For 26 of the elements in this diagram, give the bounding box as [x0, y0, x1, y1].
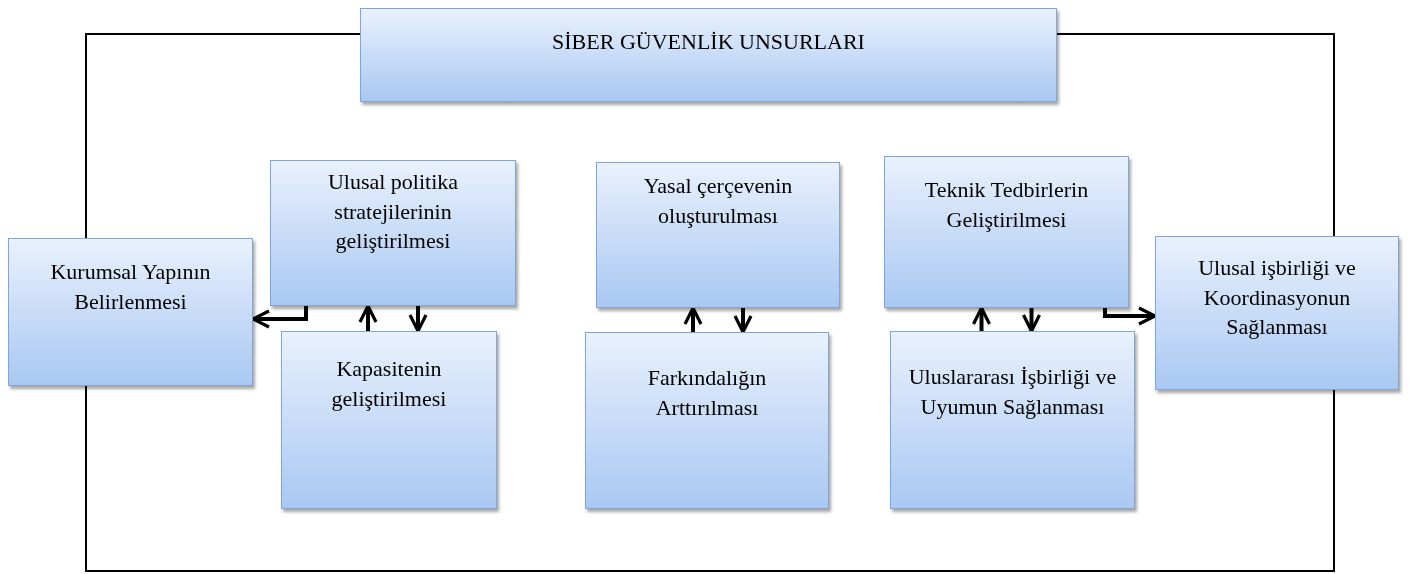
node-label: Uluslararası İşbirliği ve Uyumun Sağlanması — [907, 363, 1118, 421]
process-box — [585, 332, 829, 509]
node-label: Kurumsal Yapının Belirlenmesi — [49, 258, 212, 316]
process-box — [281, 331, 497, 509]
node-label: Ulusal politika stratejilerinin geliştirilmesi — [326, 168, 460, 256]
arrow — [408, 306, 428, 333]
node-label: Kapasitenin geliştirilmesi — [330, 355, 448, 413]
node-label: Yasal çerçevenin oluşturulması — [642, 172, 794, 230]
arrow — [251, 306, 308, 329]
process-box — [884, 156, 1129, 308]
arrow — [1103, 306, 1157, 326]
node-label: SİBER GÜVENLİK UNSURLARI — [551, 28, 866, 56]
arrow — [1021, 308, 1042, 333]
arrow — [971, 306, 992, 331]
title-box — [360, 8, 1057, 102]
arrow — [683, 306, 703, 332]
process-box — [596, 162, 840, 308]
node-label: Ulusal işbirliği ve Koordinasyonun Sağlanması — [1197, 254, 1357, 342]
process-box — [8, 238, 253, 386]
arrow — [733, 308, 753, 334]
process-box — [1155, 236, 1399, 390]
process-box — [270, 160, 516, 306]
node-label: Teknik Tedbirlerin Geliştirilmesi — [923, 176, 1090, 234]
node-label: Farkındalığın Arttırılması — [646, 364, 768, 422]
process-box — [890, 331, 1135, 509]
arrow — [358, 304, 378, 331]
